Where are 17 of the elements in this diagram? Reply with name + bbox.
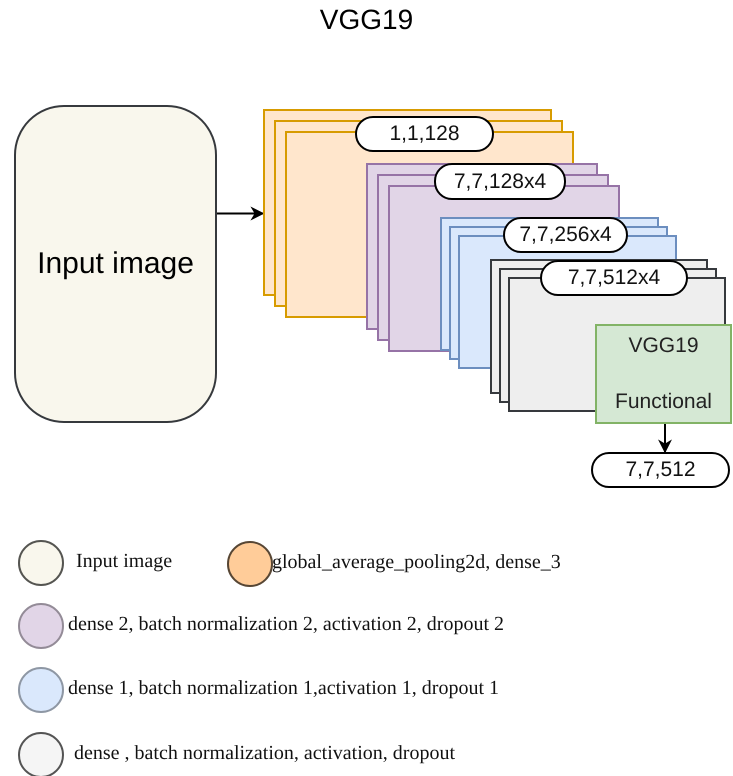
- arrow: [658, 424, 672, 454]
- legend-label: dense 1, batch normalization 1,activation 1, dropout 1: [68, 677, 499, 700]
- output-label: 7,7,512: [591, 452, 730, 488]
- process-box: [595, 324, 732, 424]
- shape-label: 7,7,128x4: [434, 163, 566, 200]
- shape-label: 1,1,128: [355, 116, 494, 152]
- arrow: [217, 206, 264, 220]
- legend-label: global_average_pooling2d, dense_3: [272, 551, 561, 574]
- legend-label: dense 2, batch normalization 2, activation 2, dropout 2: [68, 613, 504, 636]
- node-label: Input image: [37, 247, 194, 281]
- diagram-title: VGG19: [318, 4, 414, 36]
- legend-label: dense , batch normalization, activation, dropout: [74, 742, 455, 765]
- shape-label: 7,7,256x4: [503, 217, 628, 253]
- input-box: [14, 105, 217, 423]
- node-label: VGG19 Functional: [614, 333, 713, 415]
- shape-label: 7,7,512x4: [540, 260, 688, 296]
- legend-label: Input image: [76, 550, 172, 573]
